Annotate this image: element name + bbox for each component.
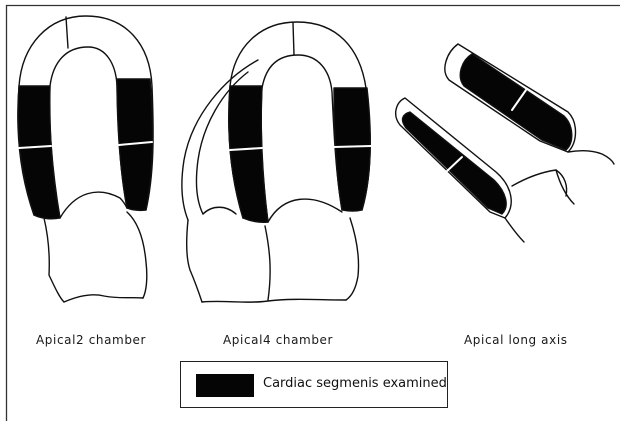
long-axis-valve-leaflet [556, 170, 574, 204]
long-axis-aortic-root [512, 170, 567, 196]
apical4-atrium-septum [268, 199, 342, 222]
view-label-apical2: Apical2 chamber [36, 333, 146, 347]
apical4-atrium-left-bulge [203, 207, 236, 214]
legend: Cardiac segmenis examined [180, 361, 448, 408]
legend-label: Cardiac segmenis examined [263, 376, 447, 391]
apical2-chamber-view [18, 16, 153, 302]
apical-long-axis-view [396, 44, 614, 242]
apical4-inner-wall [261, 55, 342, 222]
apical4-chamber-view [182, 22, 371, 302]
apical2-atrium [60, 192, 127, 218]
apical4-base-right [346, 218, 359, 300]
view-label-long-axis: Apical long axis [464, 333, 568, 347]
apical4-segment-left [229, 86, 268, 222]
apical4-divider-right [334, 146, 371, 147]
legend-swatch [196, 374, 254, 397]
long-axis-atrium [505, 218, 524, 242]
apical4-apex-divider [293, 23, 294, 55]
apical4-segment-right [334, 88, 370, 211]
apical2-segment-left [18, 86, 60, 219]
apical2-apex-divider [66, 17, 68, 48]
apical2-base-bottom [64, 295, 143, 302]
apical4-base-middle [265, 226, 270, 300]
long-axis-segment-upper [460, 54, 571, 150]
apical2-base-right [127, 212, 147, 298]
apical4-base-left [187, 220, 202, 302]
apical2-base-left [44, 218, 64, 302]
apical2-inner-wall [49, 47, 127, 218]
view-label-apical4: Apical4 chamber [223, 333, 333, 347]
apical4-base-bottom [202, 299, 346, 302]
long-axis-outflow [568, 151, 614, 164]
